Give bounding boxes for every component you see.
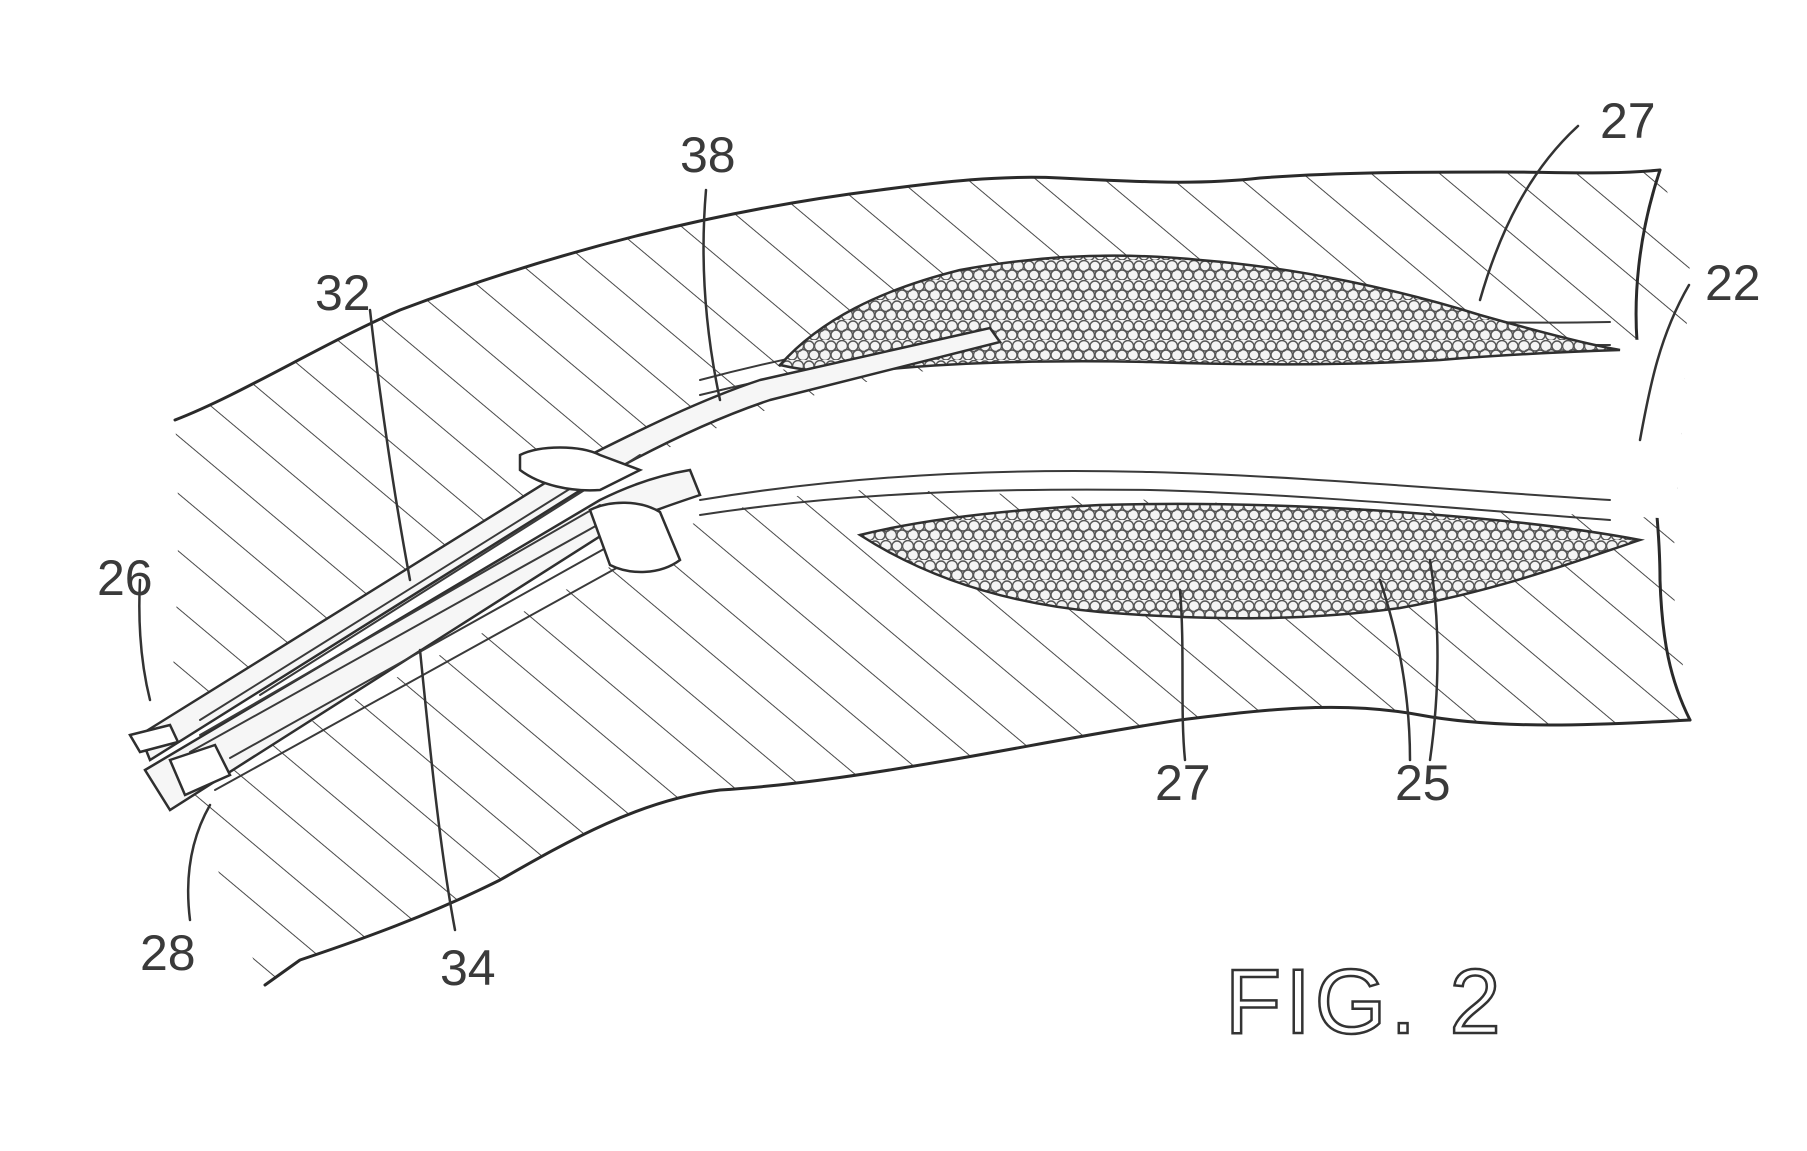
ref-numeral-28: 28 — [140, 925, 196, 981]
ref-numeral-32: 32 — [315, 265, 371, 321]
ref-numeral-38: 38 — [680, 127, 736, 183]
ref-numeral-26: 26 — [97, 550, 153, 606]
ref-numeral-27-bottom: 27 — [1155, 755, 1211, 811]
ref-numeral-22: 22 — [1705, 255, 1761, 311]
ref-numeral-25: 25 — [1395, 755, 1451, 811]
ref-numeral-34: 34 — [440, 940, 496, 996]
figure-caption: FIG. 2 — [1225, 951, 1505, 1053]
ref-numeral-27-top: 27 — [1600, 93, 1656, 149]
